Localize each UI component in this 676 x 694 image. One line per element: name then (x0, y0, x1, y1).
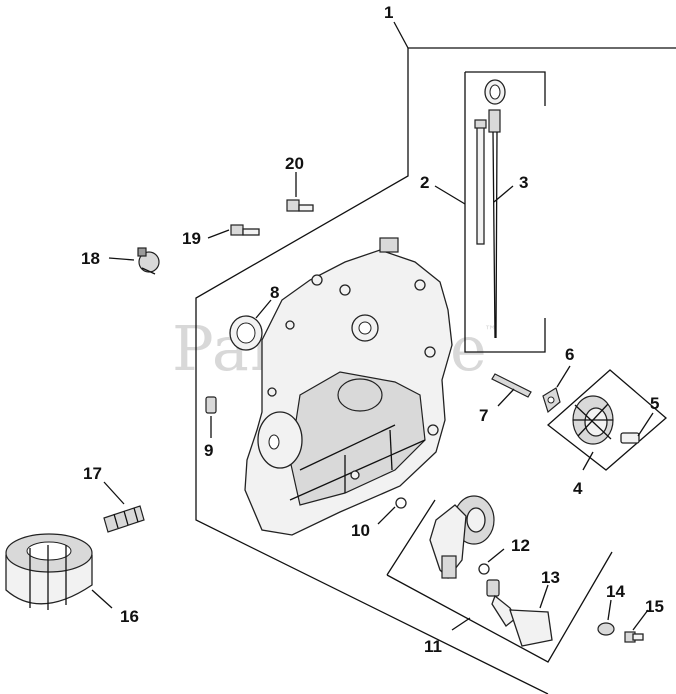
oil-pump-outline (386, 499, 613, 663)
callout-leader-18 (108, 257, 135, 261)
callout-7: 7 (479, 406, 488, 425)
breather-fitting (137, 247, 160, 275)
dipstick (484, 79, 506, 339)
callout-18: 18 (81, 249, 100, 268)
callout-leader-12 (487, 548, 505, 563)
crankcase-cover (244, 237, 453, 536)
oil-filter (5, 533, 93, 610)
screw-19 (230, 224, 260, 236)
retaining-clip (542, 387, 561, 414)
callout-leader-17 (103, 481, 125, 505)
callout-3: 3 (519, 173, 528, 192)
dowel-pin (205, 396, 217, 414)
callout-5: 5 (650, 394, 659, 413)
pump-o-ring (478, 563, 490, 575)
callout-12: 12 (511, 536, 530, 555)
callout-1: 1 (384, 3, 393, 22)
o-ring (395, 497, 407, 509)
callout-8: 8 (270, 283, 279, 302)
callout-16: 16 (120, 607, 139, 626)
callout-4: 4 (573, 479, 583, 498)
watermark-trademark: ™ (484, 324, 497, 339)
oil-seal (229, 315, 263, 351)
dipstick-bracket (464, 71, 546, 353)
callout-leader-15 (632, 609, 649, 631)
callout-leader-16 (91, 589, 113, 609)
callout-leader-5 (637, 412, 654, 437)
callout-leader-1 (393, 21, 409, 49)
callout-17: 17 (83, 464, 102, 483)
callout-leader-8 (255, 299, 272, 319)
gear-group-outline (546, 369, 667, 471)
callout-2: 2 (420, 173, 429, 192)
callout-14: 14 (606, 582, 625, 601)
callout-20: 20 (285, 154, 304, 173)
callout-leader-7 (497, 388, 515, 407)
callout-15: 15 (645, 597, 664, 616)
callout-leader-6 (556, 365, 571, 388)
callout-leader-2 (434, 185, 466, 205)
callout-leader-19 (207, 229, 230, 239)
gear-shaft (620, 432, 640, 444)
callout-leader-4 (582, 451, 594, 471)
dipstick-tube (474, 119, 487, 245)
shaft-pin (491, 373, 532, 398)
callout-19: 19 (182, 229, 201, 248)
callout-10: 10 (351, 521, 370, 540)
callout-11: 11 (424, 637, 442, 656)
assembly-outline (195, 47, 676, 694)
callout-6: 6 (565, 345, 574, 364)
callout-leader-11 (451, 617, 471, 631)
governor-gear (572, 395, 614, 445)
oil-pump-housing (429, 504, 467, 579)
screw-15 (624, 631, 644, 643)
callout-leader-14 (607, 599, 612, 621)
washer (597, 622, 615, 636)
callout-leader-13 (539, 584, 549, 609)
oil-filter-nipple (103, 505, 145, 533)
oil-pickup (486, 579, 553, 647)
callout-9: 9 (204, 441, 213, 460)
screw-20 (286, 199, 314, 212)
callout-leader-10 (377, 506, 396, 525)
callout-13: 13 (541, 568, 560, 587)
